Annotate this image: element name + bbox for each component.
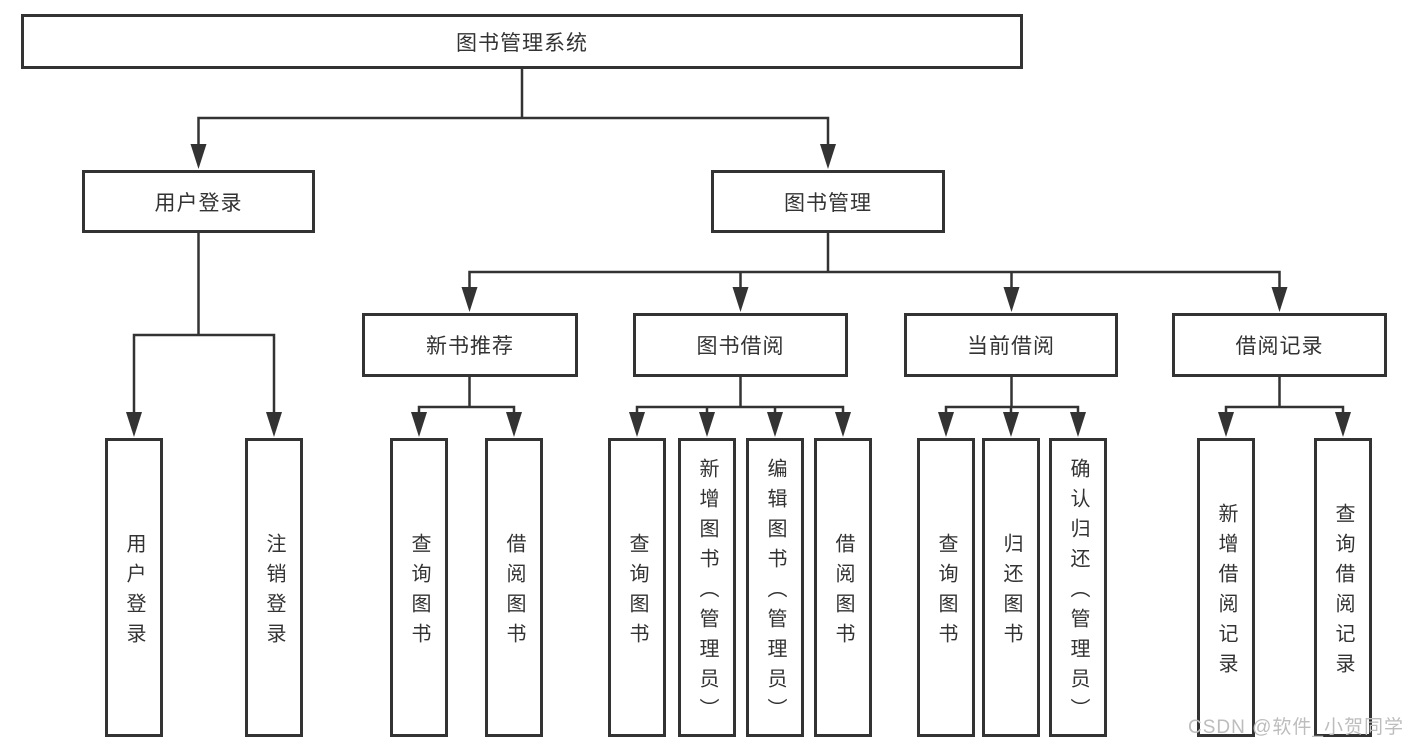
leaf-borrow-books-label: 借阅图书: [832, 532, 854, 653]
leaf-confirm-return-admin-label: 确认归还（管理员）: [1067, 457, 1089, 728]
node-book-borrow: 图书借阅: [633, 313, 848, 377]
leaf-confirm-return-admin: 确认归还（管理员）: [1049, 438, 1107, 737]
node-user-login-label: 用户登录: [154, 191, 243, 215]
leaf-recommend-borrow-books: 借阅图书: [485, 438, 543, 737]
leaf-query-borrow-record: 查询借阅记录: [1314, 438, 1372, 737]
node-user-login: 用户登录: [82, 170, 315, 233]
leaf-logout-label: 注销登录: [263, 532, 285, 653]
leaf-add-borrow-record-label: 新增借阅记录: [1215, 502, 1237, 683]
node-new-book-recommend-label: 新书推荐: [426, 335, 514, 358]
node-book-management-label: 图书管理: [784, 191, 872, 215]
leaf-current-query-books-label: 查询图书: [935, 532, 957, 653]
node-current-borrow: 当前借阅: [904, 313, 1118, 377]
node-book-borrow-label: 图书借阅: [696, 335, 785, 358]
leaf-borrow-books: 借阅图书: [814, 438, 872, 737]
node-root: 图书管理系统: [21, 14, 1023, 69]
csdn-watermark: CSDN @软件_小贺同学: [1188, 717, 1404, 738]
leaf-borrow-query-books-label: 查询图书: [626, 532, 648, 653]
node-root-label: 图书管理系统: [456, 31, 588, 55]
leaf-edit-books-admin: 编辑图书（管理员）: [746, 438, 804, 737]
leaf-current-query-books: 查询图书: [917, 438, 975, 737]
leaf-query-borrow-record-label: 查询借阅记录: [1332, 502, 1354, 683]
leaf-user-login-label: 用户登录: [123, 532, 145, 653]
leaf-recommend-query-books: 查询图书: [390, 438, 448, 737]
leaf-user-login: 用户登录: [105, 438, 163, 737]
node-new-book-recommend: 新书推荐: [362, 313, 578, 377]
leaf-recommend-query-books-label: 查询图书: [408, 532, 430, 653]
leaf-add-borrow-record: 新增借阅记录: [1197, 438, 1255, 737]
leaf-borrow-query-books: 查询图书: [608, 438, 666, 737]
leaf-add-books-admin-label: 新增图书（管理员）: [696, 457, 718, 728]
leaf-add-books-admin: 新增图书（管理员）: [678, 438, 736, 737]
leaf-return-books-label: 归还图书: [1000, 532, 1022, 653]
node-borrow-records: 借阅记录: [1172, 313, 1387, 377]
node-borrow-records-label: 借阅记录: [1235, 335, 1324, 358]
leaf-return-books: 归还图书: [982, 438, 1040, 737]
leaf-recommend-borrow-books-label: 借阅图书: [503, 532, 525, 653]
node-current-borrow-label: 当前借阅: [967, 335, 1055, 358]
leaf-logout: 注销登录: [245, 438, 303, 737]
leaf-edit-books-admin-label: 编辑图书（管理员）: [764, 457, 786, 728]
node-book-management: 图书管理: [711, 170, 945, 233]
